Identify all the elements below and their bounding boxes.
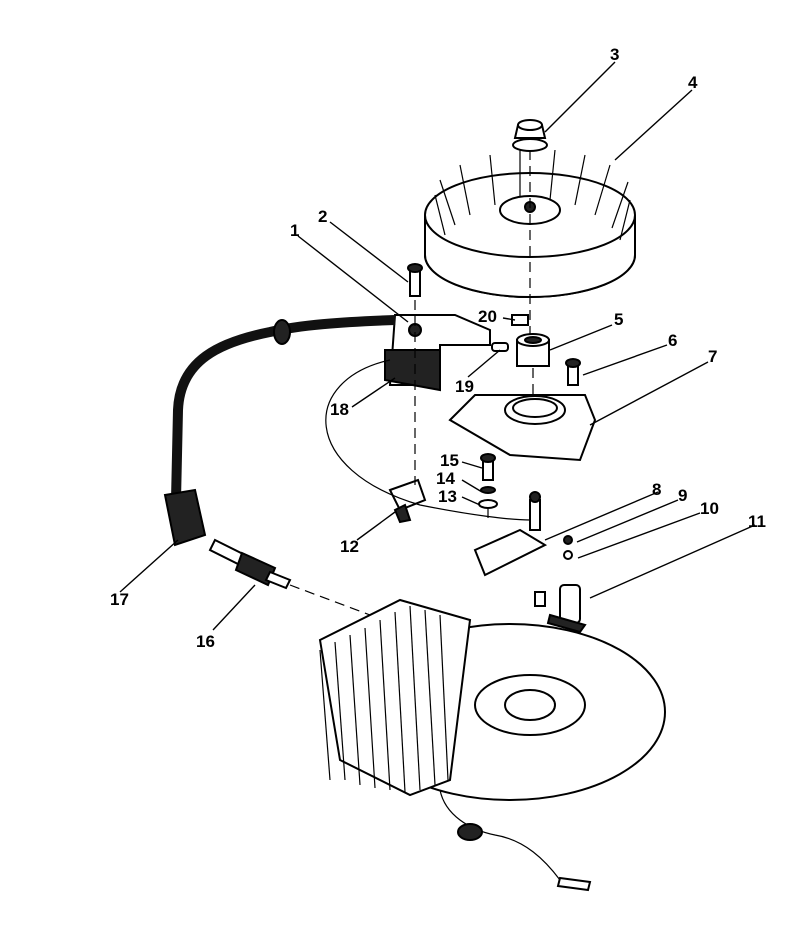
label-18: 18 <box>330 400 349 419</box>
pin <box>491 342 509 352</box>
label-7: 7 <box>708 347 717 366</box>
leader-lines <box>119 61 756 631</box>
label-1: 1 <box>290 221 299 240</box>
label-11: 11 <box>748 512 766 531</box>
label-3: 3 <box>610 45 619 64</box>
label-12: 12 <box>340 537 359 556</box>
flywheel-nut <box>512 119 548 152</box>
screw-washer-stack <box>478 453 498 509</box>
armature-screw <box>407 263 423 297</box>
condenser-clamp <box>388 478 427 524</box>
cover-screw <box>565 358 581 386</box>
label-4: 4 <box>688 73 698 92</box>
breaker-cover <box>448 394 597 462</box>
label-6: 6 <box>668 331 677 350</box>
condenser <box>534 584 587 634</box>
label-9: 9 <box>678 486 687 505</box>
label-5: 5 <box>614 310 623 329</box>
engine-block <box>318 598 666 801</box>
callout-labels: 1 2 3 4 5 6 7 8 9 10 11 12 13 14 15 16 1… <box>110 45 766 651</box>
flywheel-key <box>511 314 529 326</box>
label-19: 19 <box>455 377 474 396</box>
label-2: 2 <box>318 207 327 226</box>
label-15: 15 <box>440 451 459 470</box>
ignition-armature <box>384 314 491 392</box>
spark-plug <box>208 538 292 590</box>
label-10: 10 <box>700 499 719 518</box>
label-16: 16 <box>196 632 215 651</box>
ground-wire <box>439 789 592 892</box>
spark-plug-wire <box>163 315 396 547</box>
label-13: 13 <box>438 487 457 506</box>
label-17: 17 <box>110 590 129 609</box>
label-8: 8 <box>652 480 661 499</box>
flywheel-hub <box>516 333 550 367</box>
label-20: 20 <box>478 307 497 326</box>
breaker-points <box>473 491 573 577</box>
label-14: 14 <box>436 469 455 488</box>
